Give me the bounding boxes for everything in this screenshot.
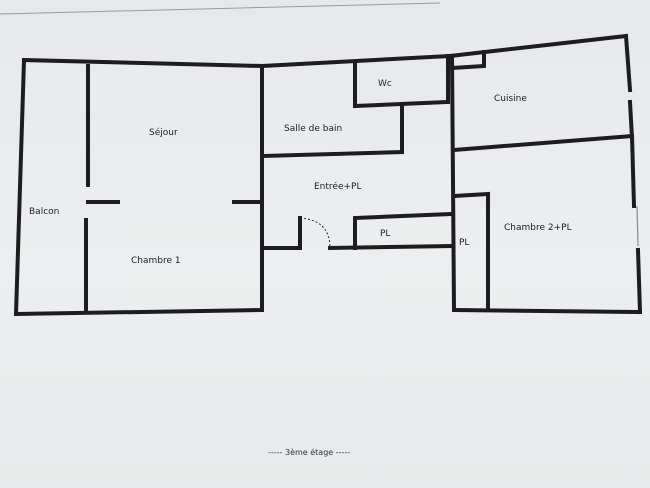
label-balcon: Balcon [29,207,59,217]
pl-entree-walls [353,211,455,250]
label-wc: Wc [378,79,392,89]
cuisine-notch [449,50,486,71]
paper-edge [0,2,441,15]
chambre2-right-wall-bottom [635,247,643,315]
label-sejour: Séjour [149,127,178,138]
pl-chambre2-walls [451,191,490,312]
chambre2-window [636,205,639,247]
cuisine-right-wall [627,99,635,141]
left-block-outline [13,57,264,317]
label-pl-entree: PL [380,229,390,239]
salle-de-bain-walls [261,104,404,159]
label-entree: Entrée+PL [314,181,361,192]
entree-bottom-right [327,243,455,251]
right-block-bottom-wall [451,307,643,315]
label-chambre-2: Chambre 2+PL [504,223,572,233]
right-block-left-wall [449,53,457,313]
right-top-wall [447,33,633,93]
label-cuisine: Cuisine [494,94,527,104]
wc-walls [353,62,451,109]
middle-top-wall [259,53,453,69]
chambre2-right-wall-top [629,133,637,209]
label-pl-chambre2: PL [459,238,469,248]
door-swing [299,217,331,249]
floor-caption: ----- 3ème étage ----- [268,447,350,457]
label-chambre-1: Chambre 1 [131,256,181,266]
label-salle-de-bain: Salle de bain [284,124,342,134]
cuisine-chambre2-wall [451,133,635,153]
